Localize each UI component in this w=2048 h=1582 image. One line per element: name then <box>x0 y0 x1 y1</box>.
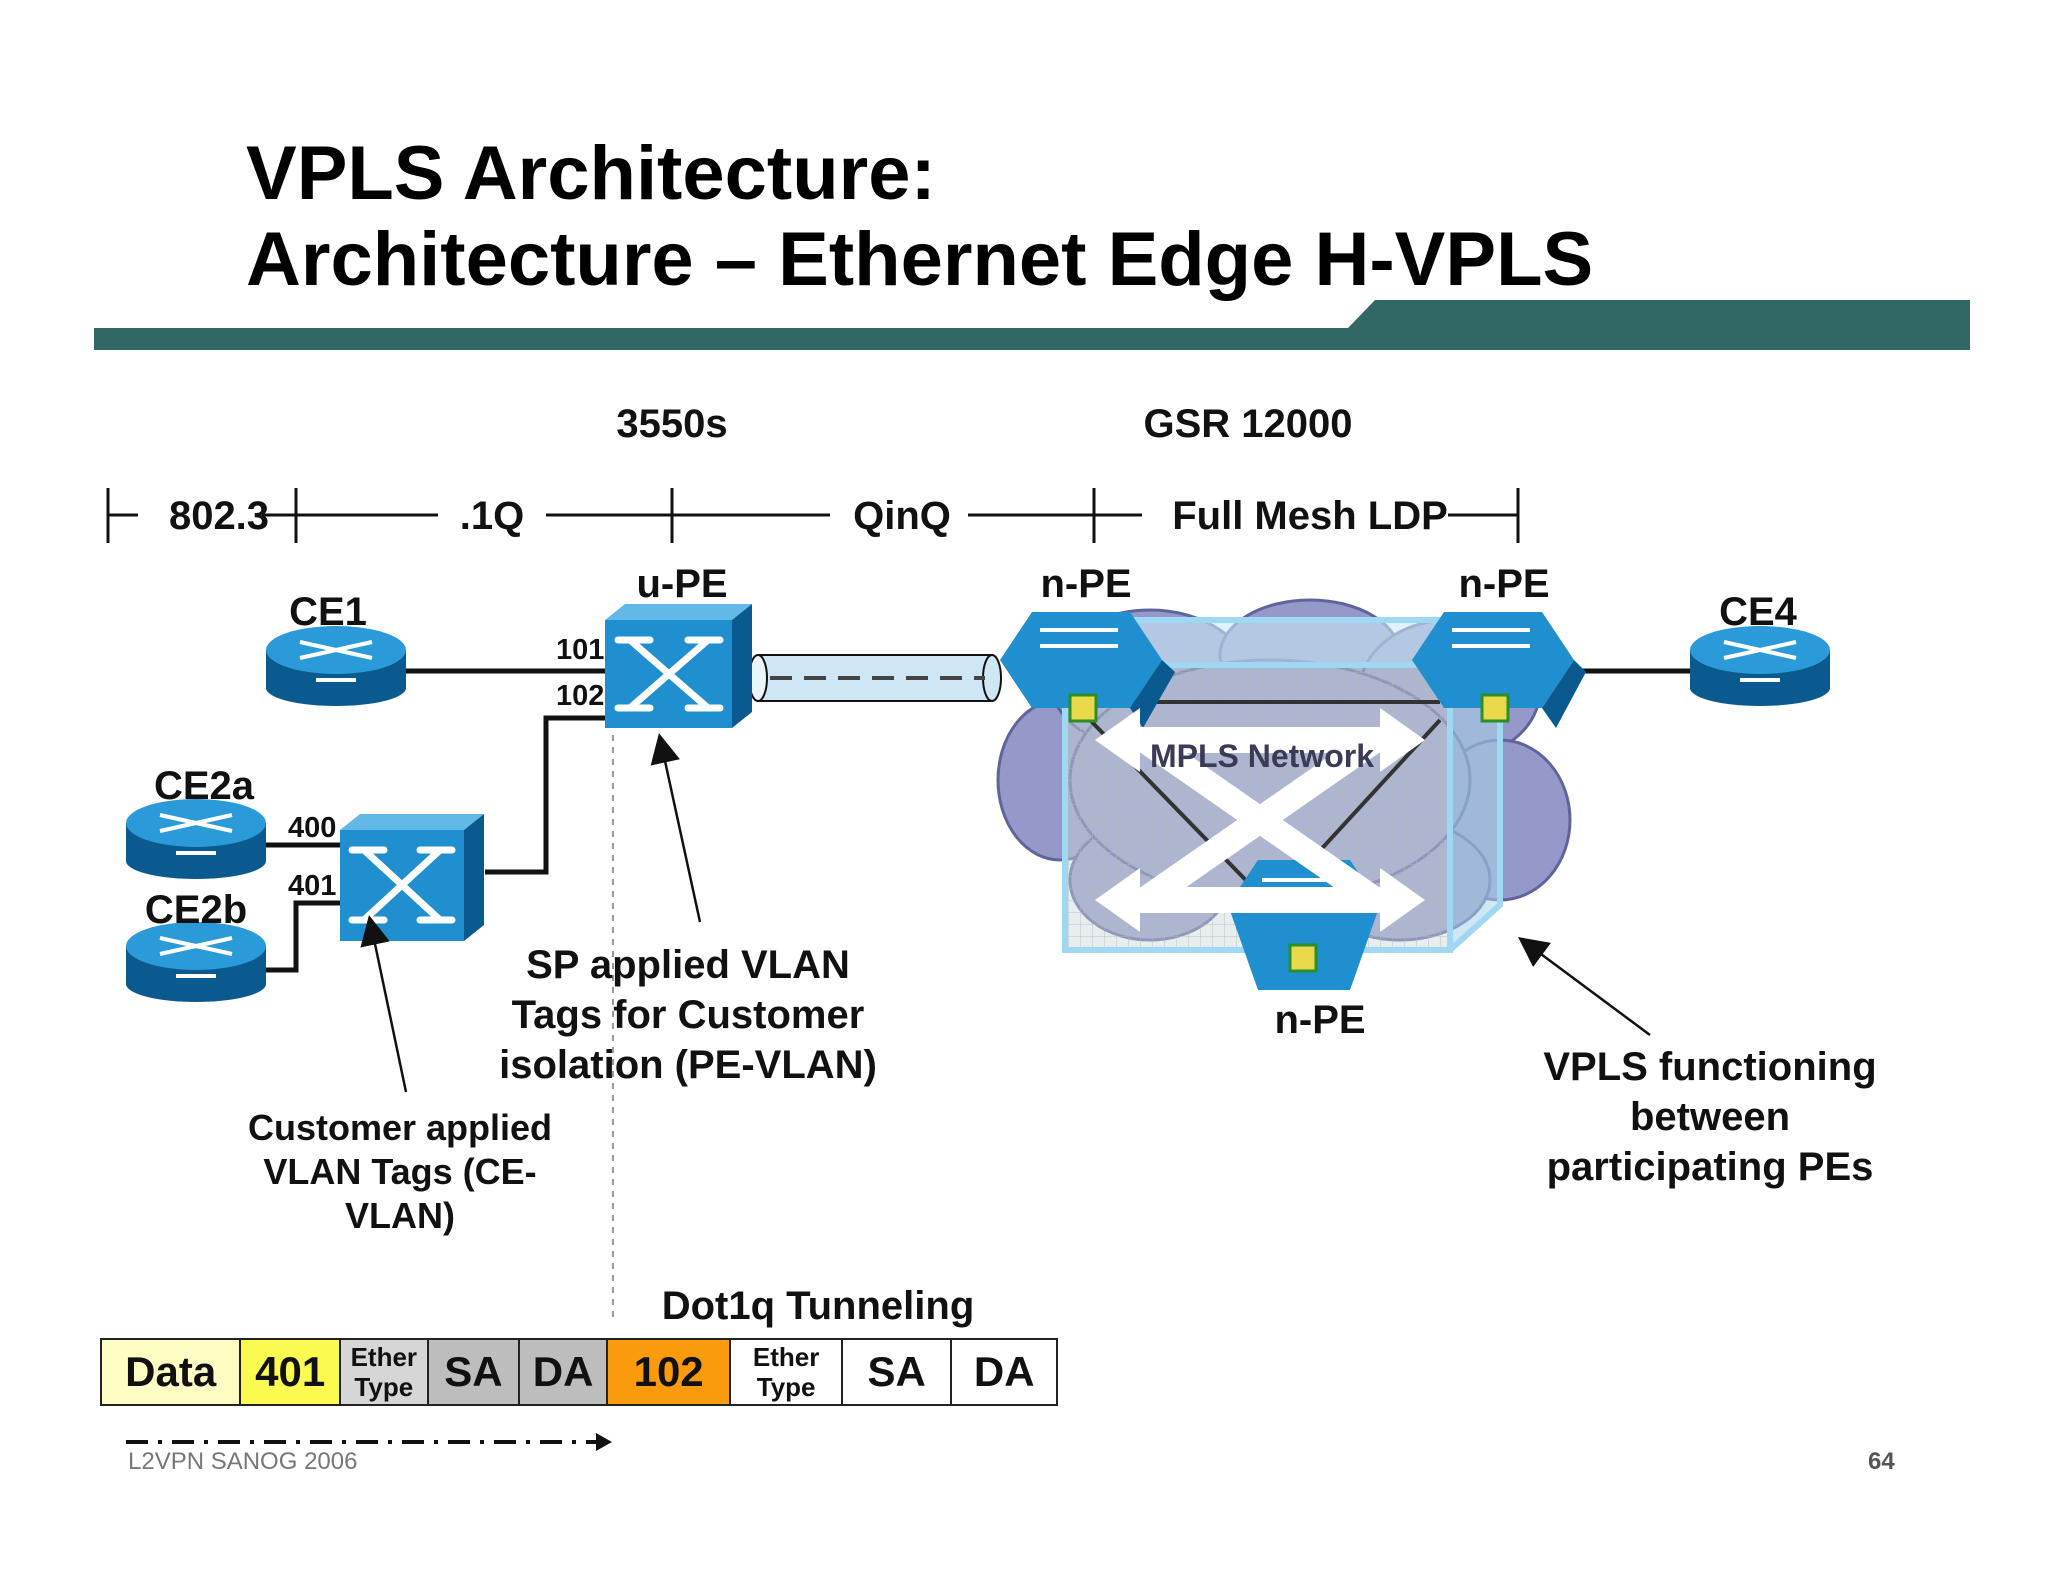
vlan-tag-400: 400 <box>288 812 337 844</box>
title-line-2: Architecture – Ethernet Edge H-VPLS <box>246 217 1594 302</box>
customer-switch-icon <box>340 814 484 941</box>
frame-field: 401 <box>241 1340 341 1404</box>
segment-label-1q: .1Q <box>459 494 525 538</box>
vpls-callout-line: participating PEs <box>1546 1145 1874 1189</box>
frame-field: 102 <box>607 1340 732 1404</box>
footer-source: L2VPN SANOG 2006 <box>128 1448 358 1475</box>
ce4-router-icon <box>1690 626 1830 706</box>
frame-field: DA <box>952 1340 1057 1404</box>
router-model-label: GSR 12000 <box>1143 402 1353 446</box>
vlan-tag-102: 102 <box>556 680 605 712</box>
sp-vlan-callout-line: SP applied VLAN <box>526 943 850 987</box>
frame-field: SA <box>842 1340 953 1404</box>
qinq-tunnel <box>748 654 1002 702</box>
dot1q-tunneling-label: Dot1q Tunneling <box>661 1284 975 1328</box>
ce2b-label: CE2b <box>144 888 248 932</box>
title-line-1: VPLS Architecture: <box>246 131 936 216</box>
switch-model-label: 3550s <box>616 402 728 446</box>
ce4-label: CE4 <box>1719 590 1797 634</box>
page-number: 64 <box>1868 1448 1895 1475</box>
arrowheads <box>1095 708 1425 932</box>
callout-pointers <box>360 733 1651 1093</box>
mpls-network-label: MPLS Network <box>1149 738 1375 774</box>
frame-field: Data <box>102 1340 242 1404</box>
frame-field: Ether Type <box>731 1340 843 1404</box>
customer-vlan-callout-line: VLAN Tags (CE- <box>263 1151 537 1192</box>
segment-label-qinq: QinQ <box>853 494 951 538</box>
links <box>266 668 1690 973</box>
customer-vlan-callout: Customer applied VLAN Tags (CE- VLAN) <box>220 1106 580 1238</box>
frame-field: DA <box>520 1340 608 1404</box>
title-banner <box>94 300 1970 350</box>
sp-vlan-callout-line: isolation (PE-VLAN) <box>499 1043 877 1087</box>
ce1-label: CE1 <box>289 590 367 634</box>
vlan-tag-401: 401 <box>288 870 337 902</box>
npe-left-label: n-PE <box>1040 562 1132 606</box>
npe-left-router-icon <box>1000 612 1175 728</box>
vpls-crossing-arrows-icon <box>1135 727 1385 913</box>
vpls-callout: VPLS functioning between participating P… <box>1500 1042 1920 1192</box>
npe-right-label: n-PE <box>1458 562 1550 606</box>
customer-vlan-callout-line: Customer applied <box>247 1107 553 1148</box>
ce2a-router-icon <box>126 799 266 879</box>
ce1-router-icon <box>266 626 406 706</box>
ce2a-label: CE2a <box>153 764 255 808</box>
npe-bottom-label: n-PE <box>1274 998 1366 1042</box>
ce2b-router-icon <box>126 922 266 1002</box>
frame-field: SA <box>428 1340 521 1404</box>
frame-extent-arrow <box>126 1433 612 1451</box>
vpls-callout-line: VPLS functioning <box>1543 1045 1877 1089</box>
vlan-tag-101: 101 <box>556 634 605 666</box>
segment-ruler <box>106 488 1520 543</box>
vpls-callout-line: between <box>1629 1095 1791 1139</box>
customer-vlan-callout-line: VLAN) <box>345 1195 455 1236</box>
segment-label-full-mesh-ldp: Full Mesh LDP <box>1172 494 1448 538</box>
npe-right-router-icon <box>1412 612 1586 728</box>
upe-switch-icon <box>605 604 752 728</box>
upe-label: u-PE <box>636 562 728 606</box>
sp-vlan-callout-line: Tags for Customer <box>511 993 865 1037</box>
sp-vlan-callout: SP applied VLAN Tags for Customer isolat… <box>458 940 918 1090</box>
segment-label-8023: 802.3 <box>168 494 270 538</box>
frame-field: Ether Type <box>340 1340 429 1404</box>
